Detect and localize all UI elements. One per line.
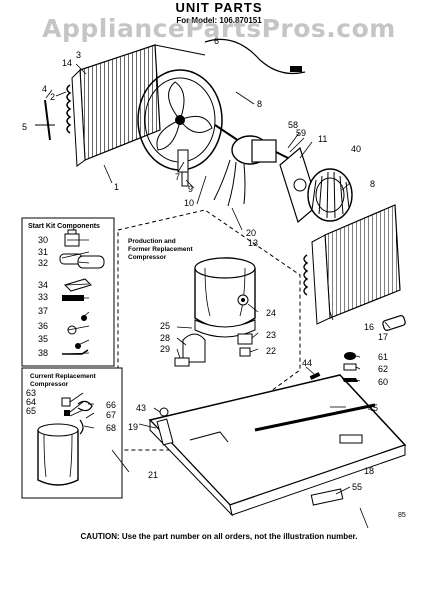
callout-21: 21 — [148, 470, 158, 480]
callout-61: 61 — [378, 352, 388, 362]
callout-38: 38 — [38, 348, 48, 358]
diagram-title: UNIT PARTS — [175, 0, 263, 15]
callout-45: 45 — [368, 403, 378, 413]
callout-63: 63 — [26, 388, 36, 398]
callout-66: 66 — [106, 400, 116, 410]
production-label-1: Production and — [128, 238, 176, 245]
callout-55: 55 — [352, 482, 362, 492]
callout-29: 29 — [160, 344, 170, 354]
callout-13: 13 — [248, 238, 258, 248]
callout-16: 16 — [364, 322, 374, 332]
callout-31: 31 — [38, 247, 48, 257]
condenser-coil — [66, 44, 206, 167]
callout-67: 67 — [106, 410, 116, 420]
evaporator-coil — [303, 204, 401, 325]
callout-numbers: 1 2 3 4 5 6 7 8 8 9 10 11 13 14 16 17 18… — [22, 36, 388, 492]
callout-44: 44 — [302, 358, 312, 368]
callout-32: 32 — [38, 258, 48, 268]
callout-4: 4 — [42, 84, 47, 94]
callout-68: 68 — [106, 423, 116, 433]
callout-6: 6 — [214, 36, 219, 46]
callout-9: 9 — [188, 184, 193, 194]
callout-64: 64 — [26, 397, 36, 407]
caution-note: CAUTION: Use the part number on all orde… — [80, 532, 358, 541]
callout-18: 18 — [364, 466, 374, 476]
callout-14: 14 — [62, 58, 72, 68]
callout-65: 65 — [26, 406, 36, 416]
callout-59: 59 — [296, 128, 306, 138]
callout-10: 10 — [184, 198, 194, 208]
base-pan — [148, 374, 407, 517]
callout-33: 33 — [38, 292, 48, 302]
callout-20: 20 — [246, 228, 256, 238]
callout-35: 35 — [38, 334, 48, 344]
callout-36: 36 — [38, 321, 48, 331]
production-label-3: Compressor — [128, 254, 167, 261]
fan-blade — [156, 81, 213, 151]
production-label-2: Former Replacement — [128, 246, 193, 253]
drain-cap — [310, 488, 344, 506]
current-label-1: Current Replacement — [30, 373, 97, 380]
callout-34: 34 — [38, 280, 48, 290]
model-line: For Model: 106.870151 — [176, 16, 262, 25]
current-label-2: Compressor — [30, 381, 69, 388]
callout-17: 17 — [378, 332, 388, 342]
current-compressor — [37, 397, 93, 486]
leader-lines — [36, 63, 391, 529]
callout-43: 43 — [136, 403, 146, 413]
base-rails — [156, 418, 363, 446]
compressor-mounts — [174, 333, 253, 367]
production-compressor — [194, 257, 256, 338]
right-small-parts — [159, 352, 358, 417]
callout-30: 30 — [38, 235, 48, 245]
fan-bracket — [177, 149, 189, 187]
start-kit-label: Start Kit Components — [28, 223, 100, 230]
callout-23: 23 — [266, 330, 276, 340]
callout-37: 37 — [38, 306, 48, 316]
callout-2: 2 — [50, 92, 55, 102]
page-number: 85 — [398, 512, 406, 519]
callout-5: 5 — [22, 122, 27, 132]
callout-25: 25 — [160, 321, 170, 331]
callout-60: 60 — [378, 377, 388, 387]
callout-11: 11 — [318, 134, 327, 144]
callout-7: 7 — [175, 172, 180, 182]
drain-tube — [204, 38, 306, 75]
callout-58: 58 — [288, 120, 298, 130]
callout-62: 62 — [378, 364, 388, 374]
callout-22: 22 — [266, 346, 276, 356]
capillary-part — [35, 99, 55, 141]
tube-clip — [290, 66, 302, 72]
fan-motor — [213, 124, 293, 207]
blower-wheel — [307, 168, 353, 222]
callout-40: 40 — [351, 144, 361, 154]
callout-28: 28 — [160, 333, 170, 343]
callout-3: 3 — [76, 50, 81, 60]
callout-8-fan: 8 — [257, 99, 262, 109]
callout-1: 1 — [114, 182, 119, 192]
callout-24: 24 — [266, 308, 276, 318]
callout-8-blower: 8 — [370, 179, 375, 189]
callout-19: 19 — [128, 422, 138, 432]
